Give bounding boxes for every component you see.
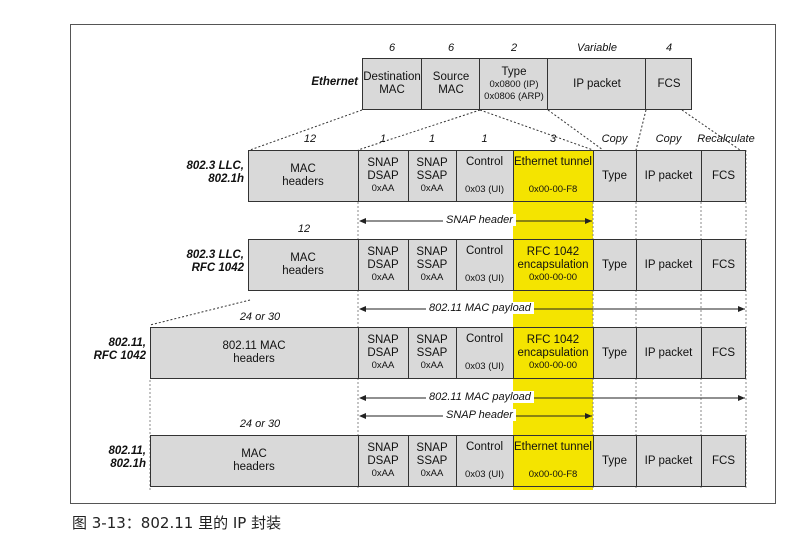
size-type: 2 bbox=[510, 42, 518, 54]
row2-frame bbox=[248, 239, 746, 291]
col-ssap-size: 1 bbox=[428, 133, 436, 145]
row1-mac-size: 12 bbox=[303, 133, 317, 145]
size-dest-mac: 6 bbox=[388, 42, 396, 54]
eth-ip-packet: IP packet bbox=[573, 77, 621, 90]
row4-label: 802.11,802.1h bbox=[108, 445, 146, 470]
col-recalculate: Recalculate bbox=[697, 133, 755, 145]
row4-ip-packet: IP packet bbox=[644, 454, 693, 467]
row3-ip-packet: IP packet bbox=[644, 346, 693, 359]
row1-ip-packet: IP packet bbox=[644, 169, 693, 182]
snap-header-label-1: SNAP header bbox=[443, 214, 516, 226]
row4-fcs: FCS bbox=[712, 454, 735, 467]
row3-frame bbox=[150, 327, 746, 379]
ethernet-label: Ethernet bbox=[311, 76, 358, 88]
payload-label-1: 802.11 MAC payload bbox=[426, 302, 534, 314]
row1-frame bbox=[248, 150, 746, 202]
row3-type: Type bbox=[602, 346, 627, 359]
col-copy-ip: Copy bbox=[655, 133, 682, 145]
col-dsap-size: 1 bbox=[379, 133, 387, 145]
payload-label-2: 802.11 MAC payload bbox=[426, 391, 534, 403]
snap-header-label-2: SNAP header bbox=[443, 409, 516, 421]
col-control-size: 1 bbox=[481, 133, 488, 145]
row4-type: Type bbox=[602, 454, 627, 467]
row2-label: 802.3 LLC,RFC 1042 bbox=[186, 249, 244, 274]
row2-type: Type bbox=[602, 258, 627, 271]
row2-ip-packet: IP packet bbox=[644, 258, 693, 271]
row2-fcs: FCS bbox=[712, 258, 735, 271]
row3-label: 802.11,RFC 1042 bbox=[93, 337, 146, 362]
row3-mac-size: 24 or 30 bbox=[239, 311, 281, 323]
row2-mac-size: 12 bbox=[297, 223, 311, 235]
row4-mac-size: 24 or 30 bbox=[239, 418, 281, 430]
row1-type: Type bbox=[602, 169, 627, 182]
col-copy-type: Copy bbox=[601, 133, 628, 145]
row4-frame bbox=[150, 435, 746, 487]
size-src-mac: 6 bbox=[447, 42, 455, 54]
figure-caption: 图 3-13：802.11 里的 IP 封装 bbox=[72, 514, 282, 532]
eth-fcs: FCS bbox=[657, 77, 681, 90]
row1-label: 802.3 LLC,802.1h bbox=[186, 160, 244, 185]
ethernet-frame bbox=[362, 58, 692, 110]
row1-fcs: FCS bbox=[712, 169, 735, 182]
col-tunnel-size: 3 bbox=[549, 133, 557, 145]
highlight-band bbox=[513, 150, 593, 490]
size-fcs: 4 bbox=[665, 42, 673, 54]
row3-fcs: FCS bbox=[712, 346, 735, 359]
size-ip-packet: Variable bbox=[577, 42, 617, 54]
